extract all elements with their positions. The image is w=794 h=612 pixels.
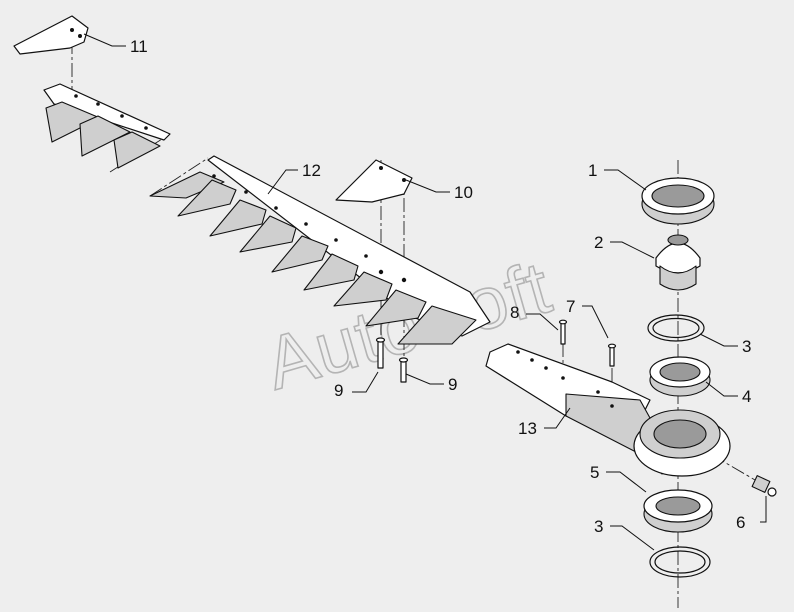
callouts: 1 2 3 4 5 3 6 7 8 9 9 10 11 12 13 [130,37,751,536]
callout-6: 6 [736,513,745,532]
callout-9-left: 9 [334,381,343,400]
part-3-snap-ring-upper [647,314,705,342]
part-13-drive-arm [485,343,731,477]
callout-3-lower: 3 [594,517,603,536]
part-11-plate [13,15,89,55]
part-2-bushing [655,234,701,291]
callout-7: 7 [566,297,575,316]
part-6-grease-nipple [751,475,777,497]
callout-12: 12 [302,161,321,180]
callout-2: 2 [594,233,603,252]
part-12-knife-bar [149,155,491,345]
leader-lines [83,33,767,551]
part-3-snap-ring-lower [649,546,711,578]
callout-4: 4 [742,387,751,406]
part-10-plate [335,159,413,203]
callout-3-upper: 3 [742,337,751,356]
callout-10: 10 [454,183,473,202]
part-1-cap-ring [641,177,715,225]
callout-5: 5 [590,463,599,482]
callout-8: 8 [510,303,519,322]
part-5-ring [643,489,713,533]
callout-1: 1 [588,161,597,180]
callout-13: 13 [518,419,537,438]
part-7-8-screws [558,319,617,367]
callout-11: 11 [130,37,148,56]
part-4-bearing [649,356,711,397]
callout-9-right: 9 [448,375,457,394]
cutter-bar-left-segment [43,83,171,169]
part-9-bolts [375,337,409,383]
